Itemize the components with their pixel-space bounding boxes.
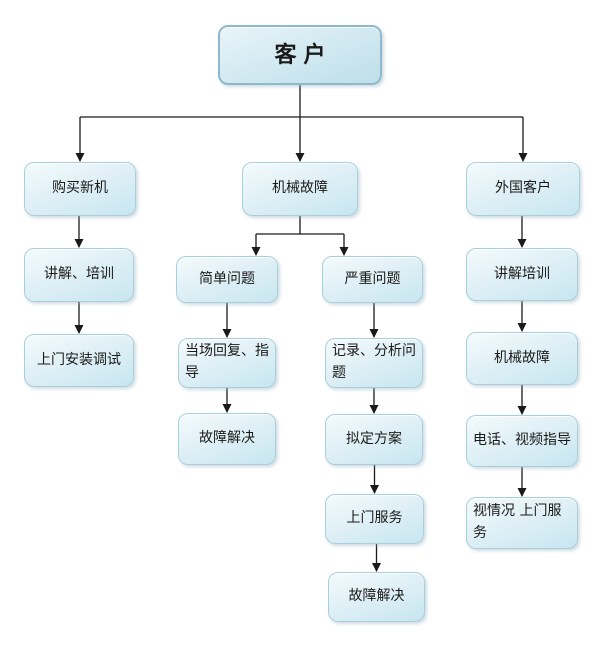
flow-node-label: 电话、视频指导 bbox=[473, 432, 571, 449]
flow-node-plan: 拟定方案 bbox=[325, 414, 423, 465]
flow-node-label: 拟定方案 bbox=[346, 430, 402, 447]
flow-node-mech-fault: 机械故障 bbox=[242, 162, 358, 216]
flow-node-foreign: 外国客户 bbox=[466, 162, 580, 216]
flow-node-explain-train-right: 讲解培训 bbox=[466, 248, 578, 301]
flow-node-label: 视情况 上门服务 bbox=[473, 503, 562, 541]
flow-node-fault-solved-2: 故障解决 bbox=[328, 572, 425, 622]
flow-node-label: 机械故障 bbox=[272, 180, 328, 197]
flow-node-label: 严重问题 bbox=[344, 270, 401, 287]
flow-node-label: 上门服务 bbox=[346, 510, 403, 527]
flow-node-customer: 客户 bbox=[218, 25, 382, 85]
flow-node-onsite-install: 上门安装调试 bbox=[24, 334, 134, 387]
flow-node-situational-onsite: 视情况 上门服务 bbox=[466, 497, 578, 549]
flow-node-record-analyze: 记录、分析问题 bbox=[325, 338, 423, 388]
flow-node-label: 讲解、培训 bbox=[44, 266, 114, 283]
flow-node-simple: 简单问题 bbox=[176, 256, 278, 303]
flow-node-label: 记录、分析问题 bbox=[332, 343, 416, 381]
flow-node-label: 客户 bbox=[274, 41, 333, 68]
flow-node-label: 讲解培训 bbox=[494, 265, 550, 282]
flow-node-label: 机械故障 bbox=[494, 349, 550, 366]
flow-node-reply-guide: 当场回复、指导 bbox=[178, 338, 276, 388]
flow-node-onsite-service: 上门服务 bbox=[325, 494, 424, 544]
flow-node-label: 外国客户 bbox=[495, 180, 551, 197]
flow-node-label: 当场回复、指导 bbox=[185, 343, 269, 381]
flow-node-label: 故障解决 bbox=[348, 588, 405, 605]
flow-node-label: 简单问题 bbox=[199, 270, 255, 287]
flow-node-buy-new: 购买新机 bbox=[24, 162, 136, 216]
flow-node-severe: 严重问题 bbox=[322, 256, 423, 303]
flow-node-mech-fault-right: 机械故障 bbox=[466, 332, 578, 385]
flow-node-explain-train: 讲解、培训 bbox=[24, 248, 134, 302]
flow-node-label: 购买新机 bbox=[52, 180, 108, 197]
flow-node-label: 上门安装调试 bbox=[37, 351, 121, 368]
flow-node-label: 故障解决 bbox=[199, 430, 255, 447]
flow-node-fault-solved-1: 故障解决 bbox=[178, 413, 276, 465]
flow-node-phone-video: 电话、视频指导 bbox=[466, 415, 578, 467]
